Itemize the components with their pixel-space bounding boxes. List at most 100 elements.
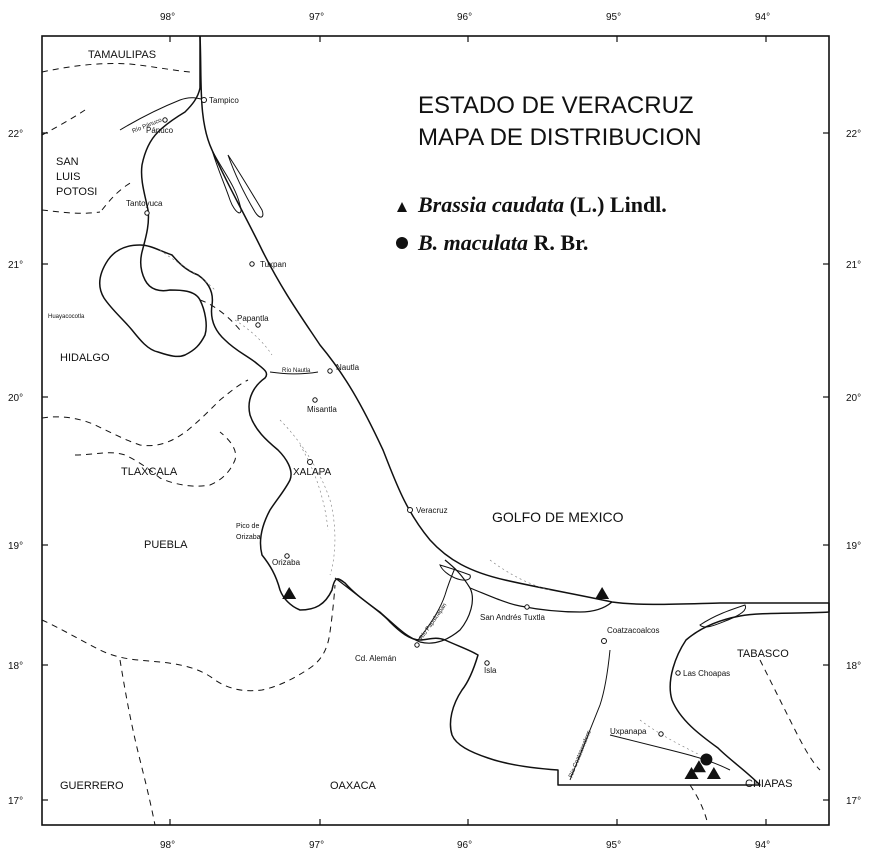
lon-label-96-bottom: 96° (457, 840, 472, 851)
city-label-huayacocotla: Huayacocotla (48, 314, 85, 320)
city-marker-tantoyuca (144, 210, 150, 216)
lon-label-98: 98° (160, 12, 175, 23)
state-labels: TAMAULIPAS SAN LUIS POTOSI HIDALGO TLAXC… (56, 49, 792, 792)
map-frame (41, 35, 830, 826)
legend-species-1: Brassia caudata (417, 192, 564, 217)
lon-label-95: 95° (606, 12, 621, 23)
rio-papaloapan-line (417, 567, 456, 641)
lat-label-22: 22° (8, 129, 23, 140)
lon-label-94-bottom: 94° (755, 840, 770, 851)
city-label-uxpanapa: Uxpanapa (610, 727, 647, 736)
relief-contours (159, 249, 701, 756)
city-marker-misantla (312, 397, 318, 403)
boundary-oaxaca-chiapas (689, 784, 709, 826)
lat-label-20: 20° (8, 393, 23, 404)
city-label-panuco: Pánuco (146, 126, 174, 135)
lat-label-20-right: 20° (846, 393, 861, 404)
boundary-tamaulipas (41, 62, 191, 73)
map-title-line-2: MAPA DE DISTRIBUCION (418, 124, 702, 151)
city-label-pico-1: Pico de (236, 523, 259, 530)
city-label-tampico: Tampico (209, 96, 239, 105)
lat-label-19-right: 19° (846, 541, 861, 552)
lon-label-96: 96° (457, 12, 472, 23)
city-marker-panuco (162, 117, 168, 123)
city-label-san-andres: San Andrés Tuxtla (480, 613, 545, 622)
map-title-line-1: ESTADO DE VERACRUZ (418, 92, 694, 119)
lon-label-98-bottom: 98° (160, 840, 175, 851)
city-marker-papantla (255, 322, 261, 328)
lat-label-21: 21° (8, 260, 23, 271)
lat-label-18-right: 18° (846, 661, 861, 672)
city-markers (144, 97, 681, 737)
legend-entry-brassia-maculata: B. maculata R. Br. (417, 230, 588, 255)
state-label-puebla: PUEBLA (144, 539, 188, 551)
city-label-tantoyuca: Tantoyuca (126, 199, 163, 208)
legend-author-2: R. Br. (528, 230, 588, 255)
rio-nautla-line (269, 371, 319, 375)
city-marker-tampico (201, 97, 207, 103)
state-label-oaxaca: OAXACA (330, 780, 377, 792)
region-boundary-tuxtlas (469, 587, 613, 613)
river-label-nautla: Río Nautla (282, 368, 311, 374)
city-marker-tuxpan (249, 261, 255, 267)
legend-circle-icon (396, 237, 408, 249)
city-marker-veracruz (407, 507, 413, 513)
boundary-guerrero (119, 659, 156, 826)
lon-label-94: 94° (755, 12, 770, 23)
region-boundary-papaloapan (334, 559, 473, 644)
lon-label-95-bottom: 95° (606, 840, 621, 851)
latitude-labels-right: 22° 21° 20° 19° 18° 17° (846, 129, 861, 807)
city-label-misantla: Misantla (307, 405, 337, 414)
rio-panuco-line (119, 97, 206, 131)
city-marker-orizaba (284, 553, 290, 559)
longitude-labels-bottom: 98° 97° 96° 95° 94° (160, 840, 770, 851)
boundary-slp-tamaulipas (41, 109, 86, 136)
city-marker-coatzacoalcos (601, 638, 607, 644)
state-label-slp-2: LUIS (56, 171, 80, 183)
legend-triangle-icon (397, 202, 407, 212)
boundary-hidalgo-north (199, 299, 241, 331)
state-label-tamaulipas: TAMAULIPAS (88, 49, 156, 61)
city-marker-isla (484, 660, 490, 666)
state-label-tlaxcala: TLAXCALA (121, 466, 178, 478)
city-label-xalapa: XALAPA (293, 467, 331, 478)
city-label-orizaba: Orizaba (272, 558, 301, 567)
boundary-puebla-oaxaca (41, 584, 336, 692)
city-label-papantla: Papantla (237, 314, 269, 323)
record-brassia-caudata-3 (706, 767, 721, 779)
lat-label-19: 19° (8, 541, 23, 552)
legend-author-1: (L.) Lindl. (564, 192, 667, 217)
record-brassia-caudata-2 (684, 767, 699, 779)
state-label-slp-1: SAN (56, 156, 79, 168)
longitude-labels-top: 98° 97° 96° 95° 94° (160, 12, 770, 23)
record-brassia-caudata-1 (595, 587, 610, 599)
city-marker-cd-aleman (414, 642, 420, 648)
city-label-nautla: Nautla (336, 363, 360, 372)
graticule-ticks (42, 36, 829, 825)
lon-label-97-bottom: 97° (309, 840, 324, 851)
city-label-las-choapas: Las Choapas (683, 669, 730, 678)
boundary-hidalgo-puebla (41, 379, 249, 447)
boundary-slp-west (101, 181, 133, 211)
legend-species-2: B. maculata (417, 230, 528, 255)
boundary-tlaxcala (74, 431, 237, 487)
city-label-isla: Isla (484, 666, 497, 675)
boundary-slp-hidalgo (41, 209, 101, 214)
rio-coatzacoalcos-line (569, 649, 611, 781)
boundary-tabasco-chiapas (759, 659, 821, 771)
city-labels: Tampico Pánuco Tantoyuca Tuxpan Huayacoc… (48, 96, 730, 736)
city-label-veracruz: Veracruz (416, 506, 448, 515)
state-label-chiapas: CHIAPAS (745, 778, 792, 790)
lat-label-17-right: 17° (846, 796, 861, 807)
record-brassia-caudata-4 (691, 760, 706, 773)
latitude-labels-left: 22° 21° 20° 19° 18° 17° (8, 129, 23, 807)
lat-label-18: 18° (8, 661, 23, 672)
city-marker-san-andres (524, 604, 530, 610)
record-brassia-maculata-0 (700, 753, 713, 766)
state-label-guerrero: GUERRERO (60, 780, 124, 792)
state-label-tabasco: TABASCO (737, 648, 789, 660)
lon-label-97: 97° (309, 12, 324, 23)
city-marker-nautla (327, 368, 333, 374)
record-brassia-caudata-0 (282, 587, 297, 599)
